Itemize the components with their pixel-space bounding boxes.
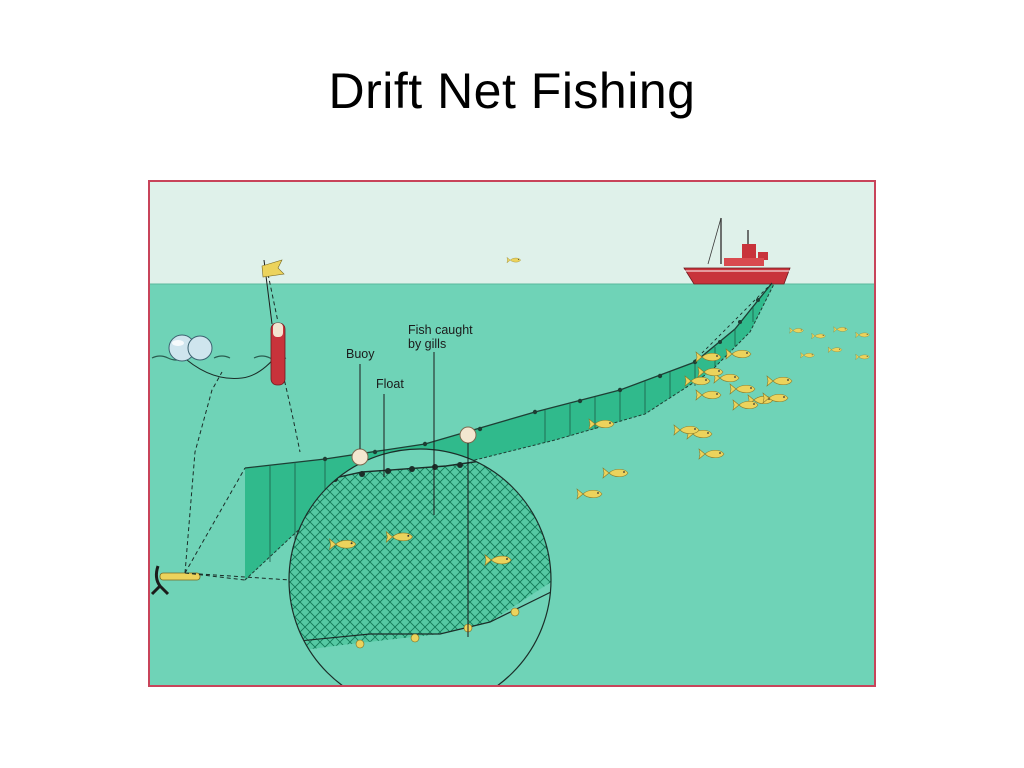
ship-icon bbox=[683, 217, 791, 285]
label-fish-caught-line2: by gills bbox=[408, 337, 446, 351]
float-icon bbox=[351, 426, 477, 466]
magnifier-circle-icon bbox=[288, 448, 552, 685]
label-fish-caught-line1: Fish caught bbox=[408, 323, 473, 337]
slide-title: Drift Net Fishing bbox=[328, 63, 696, 119]
label-buoy: Buoy bbox=[346, 347, 375, 361]
drift-net-diagram: Buoy Float Fish caught by gills bbox=[148, 180, 876, 687]
surface-floats bbox=[168, 334, 213, 362]
marker-buoy-icon bbox=[270, 322, 286, 386]
flag-icon bbox=[261, 259, 285, 325]
anchor-icon bbox=[150, 565, 201, 596]
label-float: Float bbox=[376, 377, 404, 391]
